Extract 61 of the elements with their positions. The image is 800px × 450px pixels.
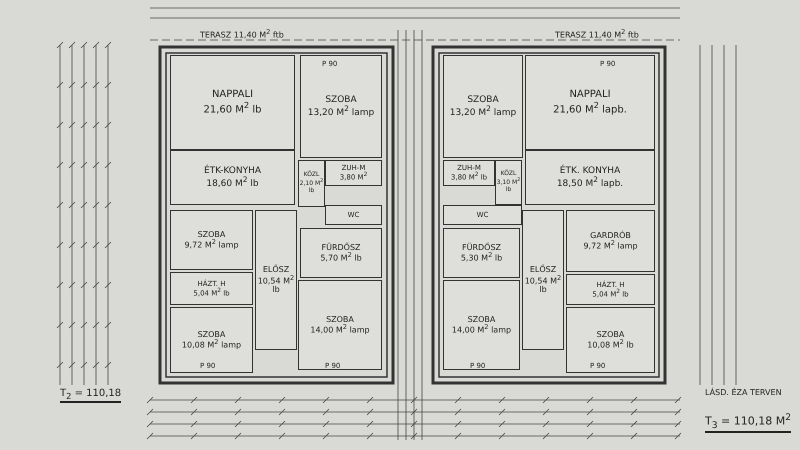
room-name: SZOBA [198,230,226,239]
terrace-label: TERASZ 11,40 M$^{2}$ ftb [555,28,639,40]
room [170,307,253,373]
room [298,160,325,207]
room-area: 18,60 M$^{2}$ lb [206,176,259,190]
room [495,160,522,205]
room [566,210,655,272]
room-name: SZOBA [198,330,226,339]
room [298,280,382,370]
room [443,280,520,370]
room-area: 10,08 M$^{2}$ lamp [182,339,242,350]
room-name: SZOBA [325,94,357,105]
room [170,272,253,305]
room-area: 14,00 M$^{2}$ lamp [452,324,512,336]
room-name: SZOBA [596,330,624,339]
room-name: ÉTK-KONYHA [204,166,262,176]
room [325,205,382,225]
room-name: ELŐSZ [530,265,556,275]
room-area: 18,50 M$^{2}$ lapb. [556,176,624,190]
room [525,150,655,205]
room [443,55,523,158]
room-name: ELŐSZ [262,265,290,275]
room [300,55,382,158]
room [325,160,382,186]
room-area: 5,70 M$^{2}$ lb [320,252,362,264]
room [443,160,495,186]
room-name: FÜRDŐSZ [462,242,502,252]
room-area: 10,08 M$^{2}$ lb [587,339,634,350]
room-name: SZOBA [326,314,354,324]
room [443,228,520,278]
room-area: 21,60 M$^{2}$ lapb. [553,100,627,116]
room-name: GARDRÓB [590,230,631,240]
room [170,210,253,270]
room-name: NAPPALI [212,89,254,101]
room-area: 21,60 M$^{2}$ lb [203,100,262,116]
room [255,210,297,350]
room [566,274,655,305]
room-area: 13,20 M$^{2}$ lamp [308,105,374,118]
room-area: 9,72 M$^{2}$ lamp [184,239,239,250]
room-name: SZOBA [468,314,496,324]
room-area: 9,72 M$^{2}$ lamp [583,240,638,252]
room [525,55,655,150]
room [566,307,655,373]
room-name: ÉTK. KONYHA [560,166,620,176]
room-name: FÜRDŐSZ [321,242,361,252]
room [170,55,295,150]
room [522,210,564,350]
total-area-label: T$_{3}$ = 110,18 M$^{2}$ [705,412,792,433]
room [443,205,522,225]
terrace-label: TERASZ 11,40 M$^{2}$ ftb [200,28,284,40]
room-area: 10,54 M$^{2}$ lb [523,274,563,295]
room-area: 10,54 M$^{2}$ lb [256,274,296,295]
room-name: NAPPALI [569,89,611,101]
room [300,228,382,278]
room [170,150,295,205]
room-area: 13,20 M$^{2}$ lamp [450,105,516,118]
total-area-label: T$_{2}$ = 110,18 [60,388,122,403]
note-text: LÁSD. ÉZA TERVEN [705,388,782,397]
room-area: 14,00 M$^{2}$ lamp [310,324,370,336]
room-name: SZOBA [467,94,499,105]
room-area: 5,30 M$^{2}$ lb [460,252,502,264]
